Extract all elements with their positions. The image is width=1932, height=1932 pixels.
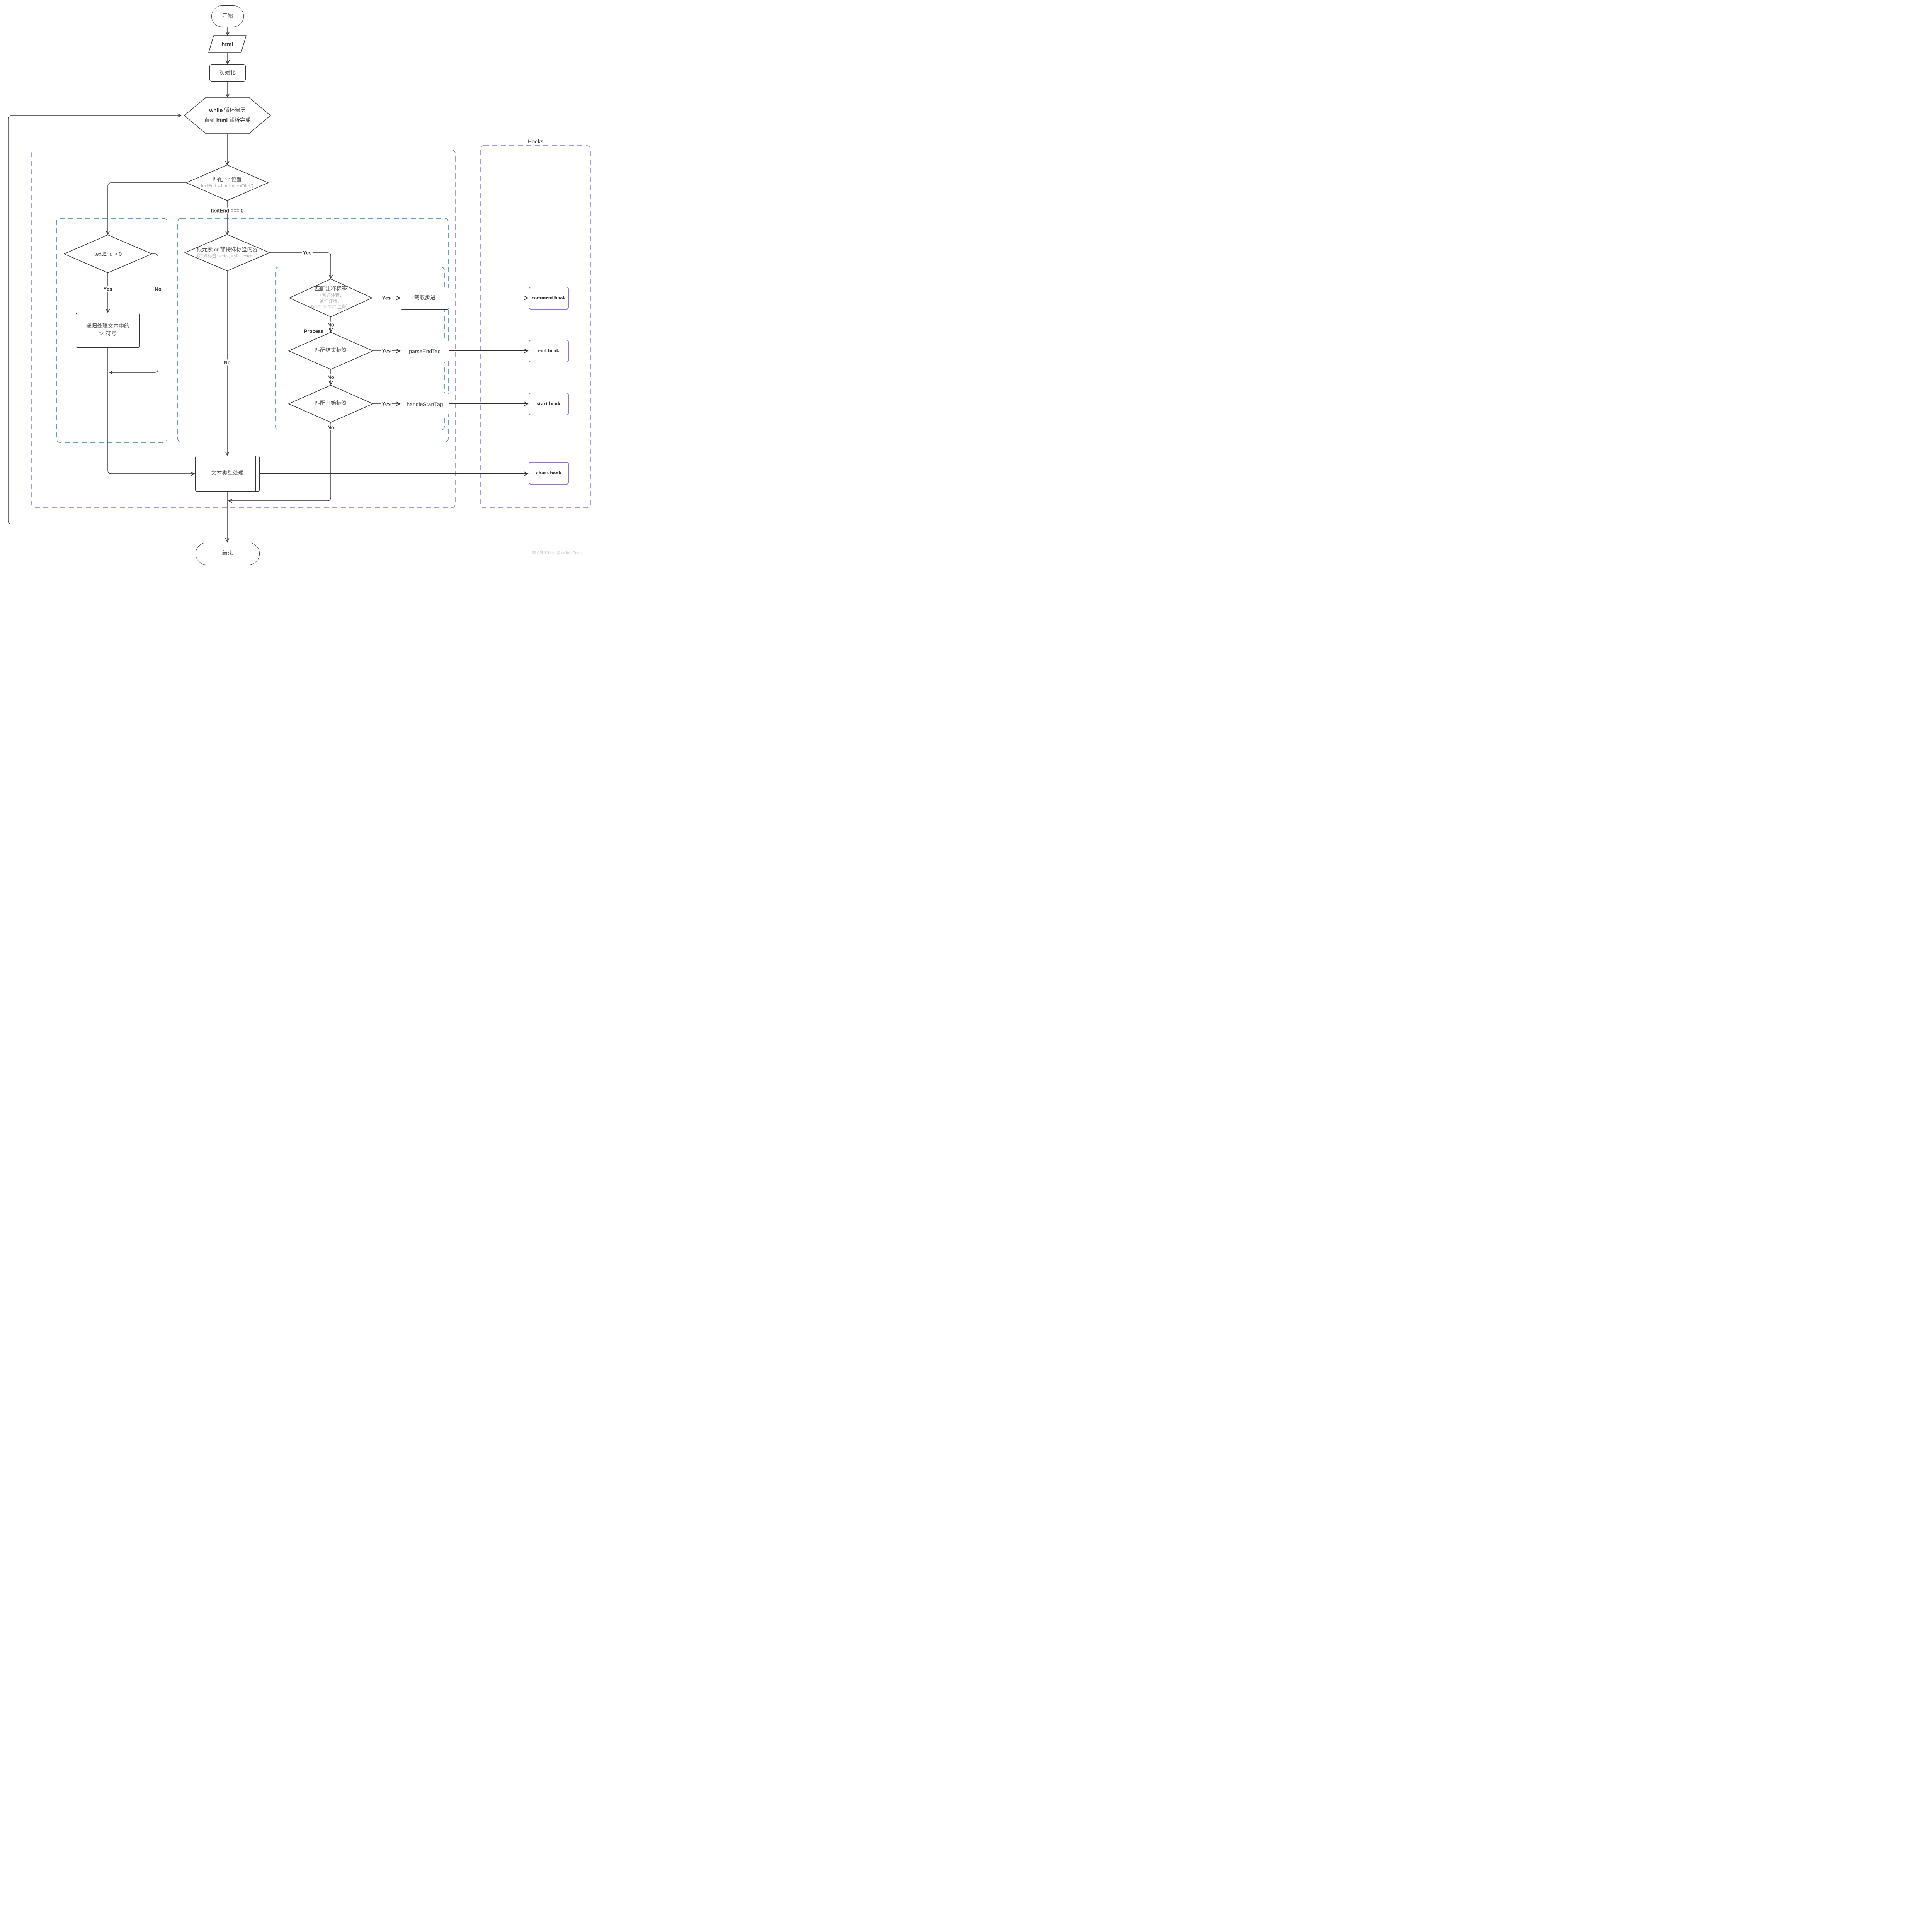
text-branch-container: [56, 218, 167, 443]
textend-gt0-diamond-shape: [64, 235, 152, 273]
cut-advance-label: 截取步进: [414, 295, 436, 301]
cut-advance-node: 截取步进: [401, 287, 449, 310]
end-hook-node: end hook: [529, 340, 569, 362]
edge-textendgt0-no-bypass: [110, 253, 158, 372]
root-or-nonspecial-diamond-shape: [184, 234, 270, 271]
edge-label-no-starttag: No: [326, 424, 335, 430]
start-hook-node: start hook: [529, 393, 569, 415]
diagram-svg: [8, 27, 591, 566]
edge-label-yes-starttag: Yes: [381, 401, 392, 407]
edge-label-no-endtag: No: [326, 374, 335, 380]
comment-hook-node: comment hook: [529, 287, 569, 310]
text-type-processing-label: 文本类型处理: [211, 471, 244, 477]
flowchart-canvas: 开始 初始化 递归处理文本中的 '>' 符号 截取步进 parseEndTag …: [0, 0, 598, 566]
end-label: 结束: [222, 551, 233, 557]
init-node: 初始化: [209, 64, 246, 82]
handle-starttag-node: handleStartTag: [401, 393, 449, 415]
handle-starttag-label: handleStartTag: [406, 401, 443, 407]
match-endtag-diamond-shape: [288, 332, 373, 370]
edge-label-no-comment: No: [326, 321, 335, 328]
end-hook-label: end hook: [538, 348, 560, 354]
edge-label-no-rootel: No: [223, 359, 232, 366]
chars-hook-label: chars hook: [536, 470, 561, 476]
edge-matchstart-no-merge: [229, 422, 331, 501]
recursive-gt-node: 递归处理文本中的 '>' 符号: [76, 313, 140, 348]
edge-label-yes-textendgt0: Yes: [102, 286, 114, 292]
edge-recursive-textproc: [107, 347, 194, 474]
start-label: 开始: [222, 13, 233, 19]
end-node: 结束: [196, 543, 260, 565]
match-starttag-diamond-shape: [288, 385, 373, 423]
outer-loop-body-container: [31, 150, 456, 508]
watermark: 掘金技术社区 @ callmeSoon: [532, 551, 582, 555]
process-container: [275, 267, 445, 430]
tag-branch-container: [177, 218, 449, 442]
parse-endtag-node: parseEndTag: [401, 340, 449, 362]
edge-label-no-textendgt0: No: [153, 286, 163, 292]
process-container-label: Process: [303, 328, 325, 334]
edge-label-yes-comment: Yes: [381, 295, 392, 301]
edge-label-yes-rootel: Yes: [301, 250, 313, 256]
hooks-container: [480, 145, 591, 508]
parse-endtag-label: parseEndTag: [409, 348, 441, 354]
hooks-title: Hooks: [528, 138, 543, 145]
edge-loop-back-while: [8, 116, 228, 524]
match-lt-diamond-shape: [186, 165, 269, 201]
edge-rootel-yes-matchcomment: [269, 252, 331, 278]
chars-hook-node: chars hook: [529, 462, 569, 485]
edge-matchlt-textendgt0: [108, 182, 187, 234]
comment-hook-label: comment hook: [531, 295, 566, 301]
edge-label-textend-eq0: textEnd === 0: [209, 207, 245, 214]
start-node: 开始: [211, 5, 244, 27]
recursive-gt-label: 递归处理文本中的 '>' 符号: [86, 323, 129, 337]
text-type-processing-node: 文本类型处理: [195, 456, 260, 492]
edge-label-yes-endtag: Yes: [381, 348, 392, 354]
start-hook-label: start hook: [537, 401, 561, 407]
init-label: 初始化: [219, 70, 236, 76]
while-hexagon-shape: [184, 97, 271, 134]
match-comment-diamond-shape: [289, 279, 372, 317]
html-parallelogram-shape: [208, 35, 247, 53]
